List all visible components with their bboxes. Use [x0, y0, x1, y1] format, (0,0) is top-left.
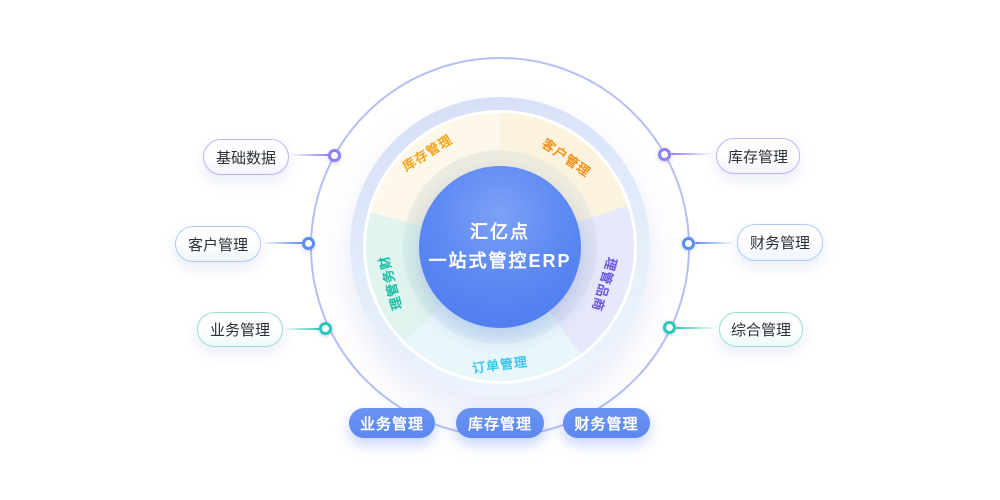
pill-finance-mgmt: 财务管理	[737, 224, 823, 261]
connector-line	[289, 154, 329, 156]
center-circle: 汇亿点 一站式管控ERP	[419, 166, 581, 328]
pill-label: 综合管理	[730, 322, 791, 339]
pill-inventory-mgmt: 库存管理	[716, 138, 800, 174]
pill-label: 业务管理	[359, 415, 424, 433]
connector-dot	[663, 321, 676, 334]
connector-dot	[682, 237, 695, 250]
connector-line	[695, 242, 735, 244]
connector-line	[671, 153, 713, 155]
pill-business-mgmt: 业务管理	[197, 312, 283, 347]
connector-dot	[328, 149, 341, 162]
center-title-line2: 一站式管控ERP	[428, 251, 572, 271]
pill-label: 财务管理	[749, 235, 810, 252]
connector-dot	[658, 148, 671, 161]
center-title-line1: 汇亿点	[470, 222, 530, 242]
pill-label: 业务管理	[209, 322, 270, 339]
pill-basic-data: 基础数据	[203, 139, 289, 175]
bottom-pill-business: 业务管理	[349, 408, 435, 438]
connector-dot	[302, 237, 315, 250]
pill-customer-mgmt: 客户管理	[175, 226, 261, 262]
connector-line	[283, 328, 321, 330]
pill-label: 库存管理	[727, 148, 788, 166]
pill-label: 基础数据	[215, 149, 276, 167]
bottom-pill-finance: 财务管理	[563, 408, 650, 438]
pill-label: 财务管理	[574, 415, 639, 433]
connector-line	[261, 242, 303, 244]
pill-general-mgmt: 综合管理	[719, 312, 803, 347]
pill-label: 库存管理	[467, 415, 532, 433]
pill-label: 客户管理	[187, 236, 248, 254]
bottom-pill-inventory: 库存管理	[456, 408, 544, 438]
connector-dot	[319, 322, 332, 335]
connector-line	[676, 327, 716, 329]
